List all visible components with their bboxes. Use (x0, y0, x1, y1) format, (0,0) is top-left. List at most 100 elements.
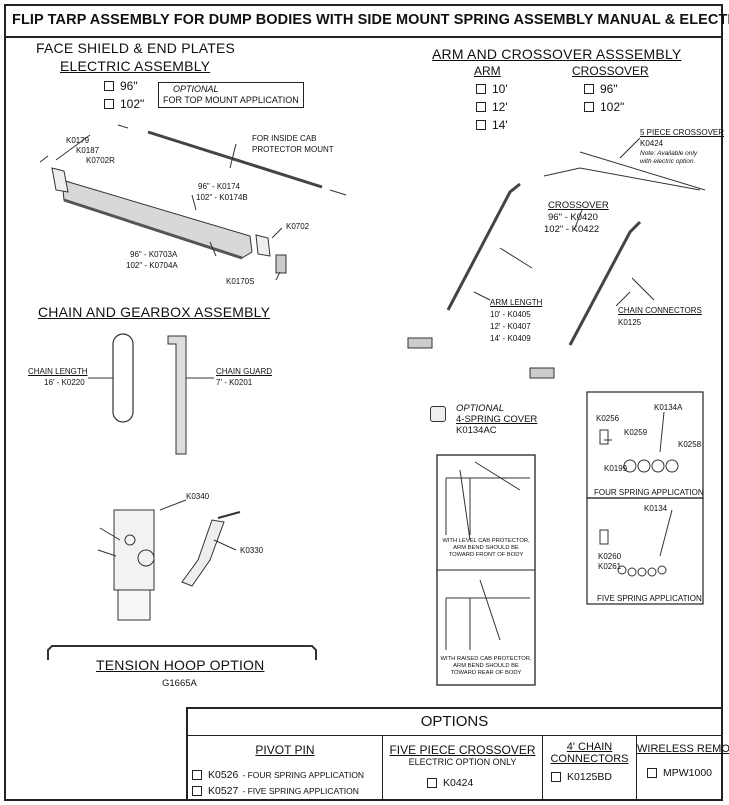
callout-k0422: 102" - K0422 (544, 224, 600, 235)
chain-gearbox-heading: CHAIN AND GEARBOX ASSEMBLY (38, 304, 271, 320)
five-spring-caption: FIVE SPRING APPLICATION (597, 594, 702, 603)
callout-k0199: K0199 (604, 464, 628, 473)
callout-k0258: K0258 (678, 440, 702, 449)
wireless-option[interactable]: MPW1000 (647, 767, 721, 779)
callout-k0260: K0260 (598, 552, 622, 561)
callout-chain-length: CHAIN LENGTH (28, 367, 88, 376)
five-piece-option[interactable]: K0424 (427, 777, 542, 789)
face-shield-drawing (39, 124, 347, 281)
callout-k0340: K0340 (186, 492, 210, 501)
callout-k0174b: 102" - K0174B (196, 193, 248, 202)
arm-label: ARM (474, 64, 501, 78)
pivot-pin-row-k0527[interactable]: K0527 - FIVE SPRING APPLICATION (192, 785, 382, 797)
electric-assembly-heading: ELECTRIC ASSEMBLY (60, 58, 211, 74)
pivot-pin-column: PIVOT PIN K0526 - FOUR SPRING APPLICATIO… (188, 735, 383, 799)
crossover-label: CROSSOVER (572, 64, 649, 78)
callout-inside-cab-2: PROTECTOR MOUNT (252, 145, 334, 154)
checkbox[interactable] (427, 778, 437, 788)
callout-k0179: K0179 (66, 136, 90, 145)
gearbox-drawing (97, 509, 155, 621)
level-cab-note: WITH LEVEL CAB PROTECTOR, ARM BEND SHOUL… (442, 538, 530, 558)
optional-top-mount-box: OPTIONAL FOR TOP MOUNT APPLICATION (158, 82, 304, 108)
crossover-option-102[interactable]: 102" (584, 100, 624, 114)
wireless-heading: WIRELESS REMOTE (637, 743, 729, 755)
tension-hoop-heading: TENSION HOOP OPTION (96, 657, 265, 673)
checkbox[interactable] (476, 120, 486, 130)
checkbox[interactable] (192, 770, 202, 780)
chain-connectors-option[interactable]: K0125BD (551, 771, 636, 783)
five-piece-heading: FIVE PIECE CROSSOVER (389, 743, 536, 757)
callout-k0407: 12' - K0407 (490, 322, 531, 331)
face-shield-option-96[interactable]: 96" (104, 79, 138, 93)
five-piece-sub: ELECTRIC OPTION ONLY (408, 757, 517, 767)
tension-hoop-part: G1665A (162, 678, 197, 689)
checkbox[interactable] (584, 84, 594, 94)
chain-drawing (112, 333, 134, 423)
callout-inside-cab-1: FOR INSIDE CAB (252, 134, 317, 143)
callout-k0420: 96" - K0420 (548, 212, 598, 223)
checkbox[interactable] (476, 84, 486, 94)
callout-k0330: K0330 (240, 546, 264, 555)
callout-k0134: K0134 (644, 504, 668, 513)
callout-k0703a: 96" - K0703A (130, 250, 178, 259)
spring-cover-label: 4-SPRING COVER (456, 414, 538, 425)
callout-k0704a: 102" - K0704A (126, 261, 178, 270)
pivot-pin-heading: PIVOT PIN (255, 743, 315, 757)
face-shield-heading: FACE SHIELD & END PLATES (36, 40, 236, 56)
raised-cab-note: WITH RAISED CAB PROTECTOR, ARM BEND SHOU… (440, 656, 532, 676)
arm-option-14[interactable]: 14' (476, 118, 508, 132)
callout-k0405: 10' - K0405 (490, 310, 531, 319)
callout-chain-guard: CHAIN GUARD (216, 367, 273, 376)
callout-k0409: 14' - K0409 (490, 334, 531, 343)
callout-k0187: K0187 (76, 146, 100, 155)
options-table: OPTIONS PIVOT PIN K0526 - FOUR SPRING AP… (186, 707, 729, 801)
checkbox[interactable] (192, 786, 202, 796)
note-2: with electric option. (640, 158, 696, 165)
callout-k0424: K0424 (640, 139, 664, 148)
callout-k0256: K0256 (596, 414, 620, 423)
checkbox[interactable] (104, 99, 114, 109)
checkbox[interactable] (551, 772, 561, 782)
five-spring-box (586, 497, 704, 605)
chain-connectors-heading1: 4' CHAIN (566, 741, 613, 753)
checkbox[interactable] (584, 102, 594, 112)
crossover-option-96[interactable]: 96" (584, 82, 618, 96)
callout-k0259: K0259 (624, 428, 648, 437)
callout-k0261: K0261 (598, 562, 622, 571)
chain-connectors-column: 4' CHAIN CONNECTORS K0125BD (543, 735, 637, 799)
wireless-column: WIRELESS REMOTE MPW1000 (637, 735, 729, 799)
face-shield-option-102[interactable]: 102" (104, 97, 144, 111)
arm-crossover-drawing (407, 137, 706, 379)
spring-cover-part: K0134AC (456, 425, 497, 436)
five-piece-column: FIVE PIECE CROSSOVER ELECTRIC OPTION ONL… (383, 735, 543, 799)
checkbox[interactable] (476, 102, 486, 112)
chain-guard-drawing (167, 335, 187, 455)
checkbox[interactable] (104, 81, 114, 91)
arm-option-12[interactable]: 12' (476, 100, 508, 114)
tension-hoop-drawing (47, 645, 317, 660)
checkbox[interactable] (647, 768, 657, 778)
callout-arm-length: ARM LENGTH (490, 298, 543, 307)
callout-k0201: 7' - K0201 (216, 378, 253, 387)
callout-k0702r: K0702R (86, 156, 115, 165)
four-spring-caption: FOUR SPRING APPLICATION (594, 488, 704, 497)
note-1: Note: Available only (640, 150, 698, 157)
callout-k0702: K0702 (286, 222, 310, 231)
callout-k0125: K0125 (618, 318, 642, 327)
chain-connectors-heading2: CONNECTORS (550, 753, 629, 765)
callout-five-piece: 5 PIECE CROSSOVER (640, 128, 725, 137)
callout-crossover: CROSSOVER (548, 200, 609, 211)
spring-cover-optional: OPTIONAL (456, 403, 505, 414)
spring-cover-icon (430, 406, 446, 422)
options-header: OPTIONS (188, 709, 721, 736)
arm-crossover-heading: ARM AND CROSSOVER ASSSEMBLY (432, 46, 682, 62)
pivot-pin-row-k0526[interactable]: K0526 - FOUR SPRING APPLICATION (192, 769, 382, 781)
crank-drawing (181, 511, 241, 587)
page-title: FLIP TARP ASSEMBLY FOR DUMP BODIES WITH … (4, 4, 729, 38)
callout-chain-connectors: CHAIN CONNECTORS (618, 306, 702, 315)
callout-k0220: 16' - K0220 (44, 378, 85, 387)
callout-k0174: 96" - K0174 (198, 182, 240, 191)
callout-k0170s: K0170S (226, 277, 255, 286)
arm-option-10[interactable]: 10' (476, 82, 508, 96)
